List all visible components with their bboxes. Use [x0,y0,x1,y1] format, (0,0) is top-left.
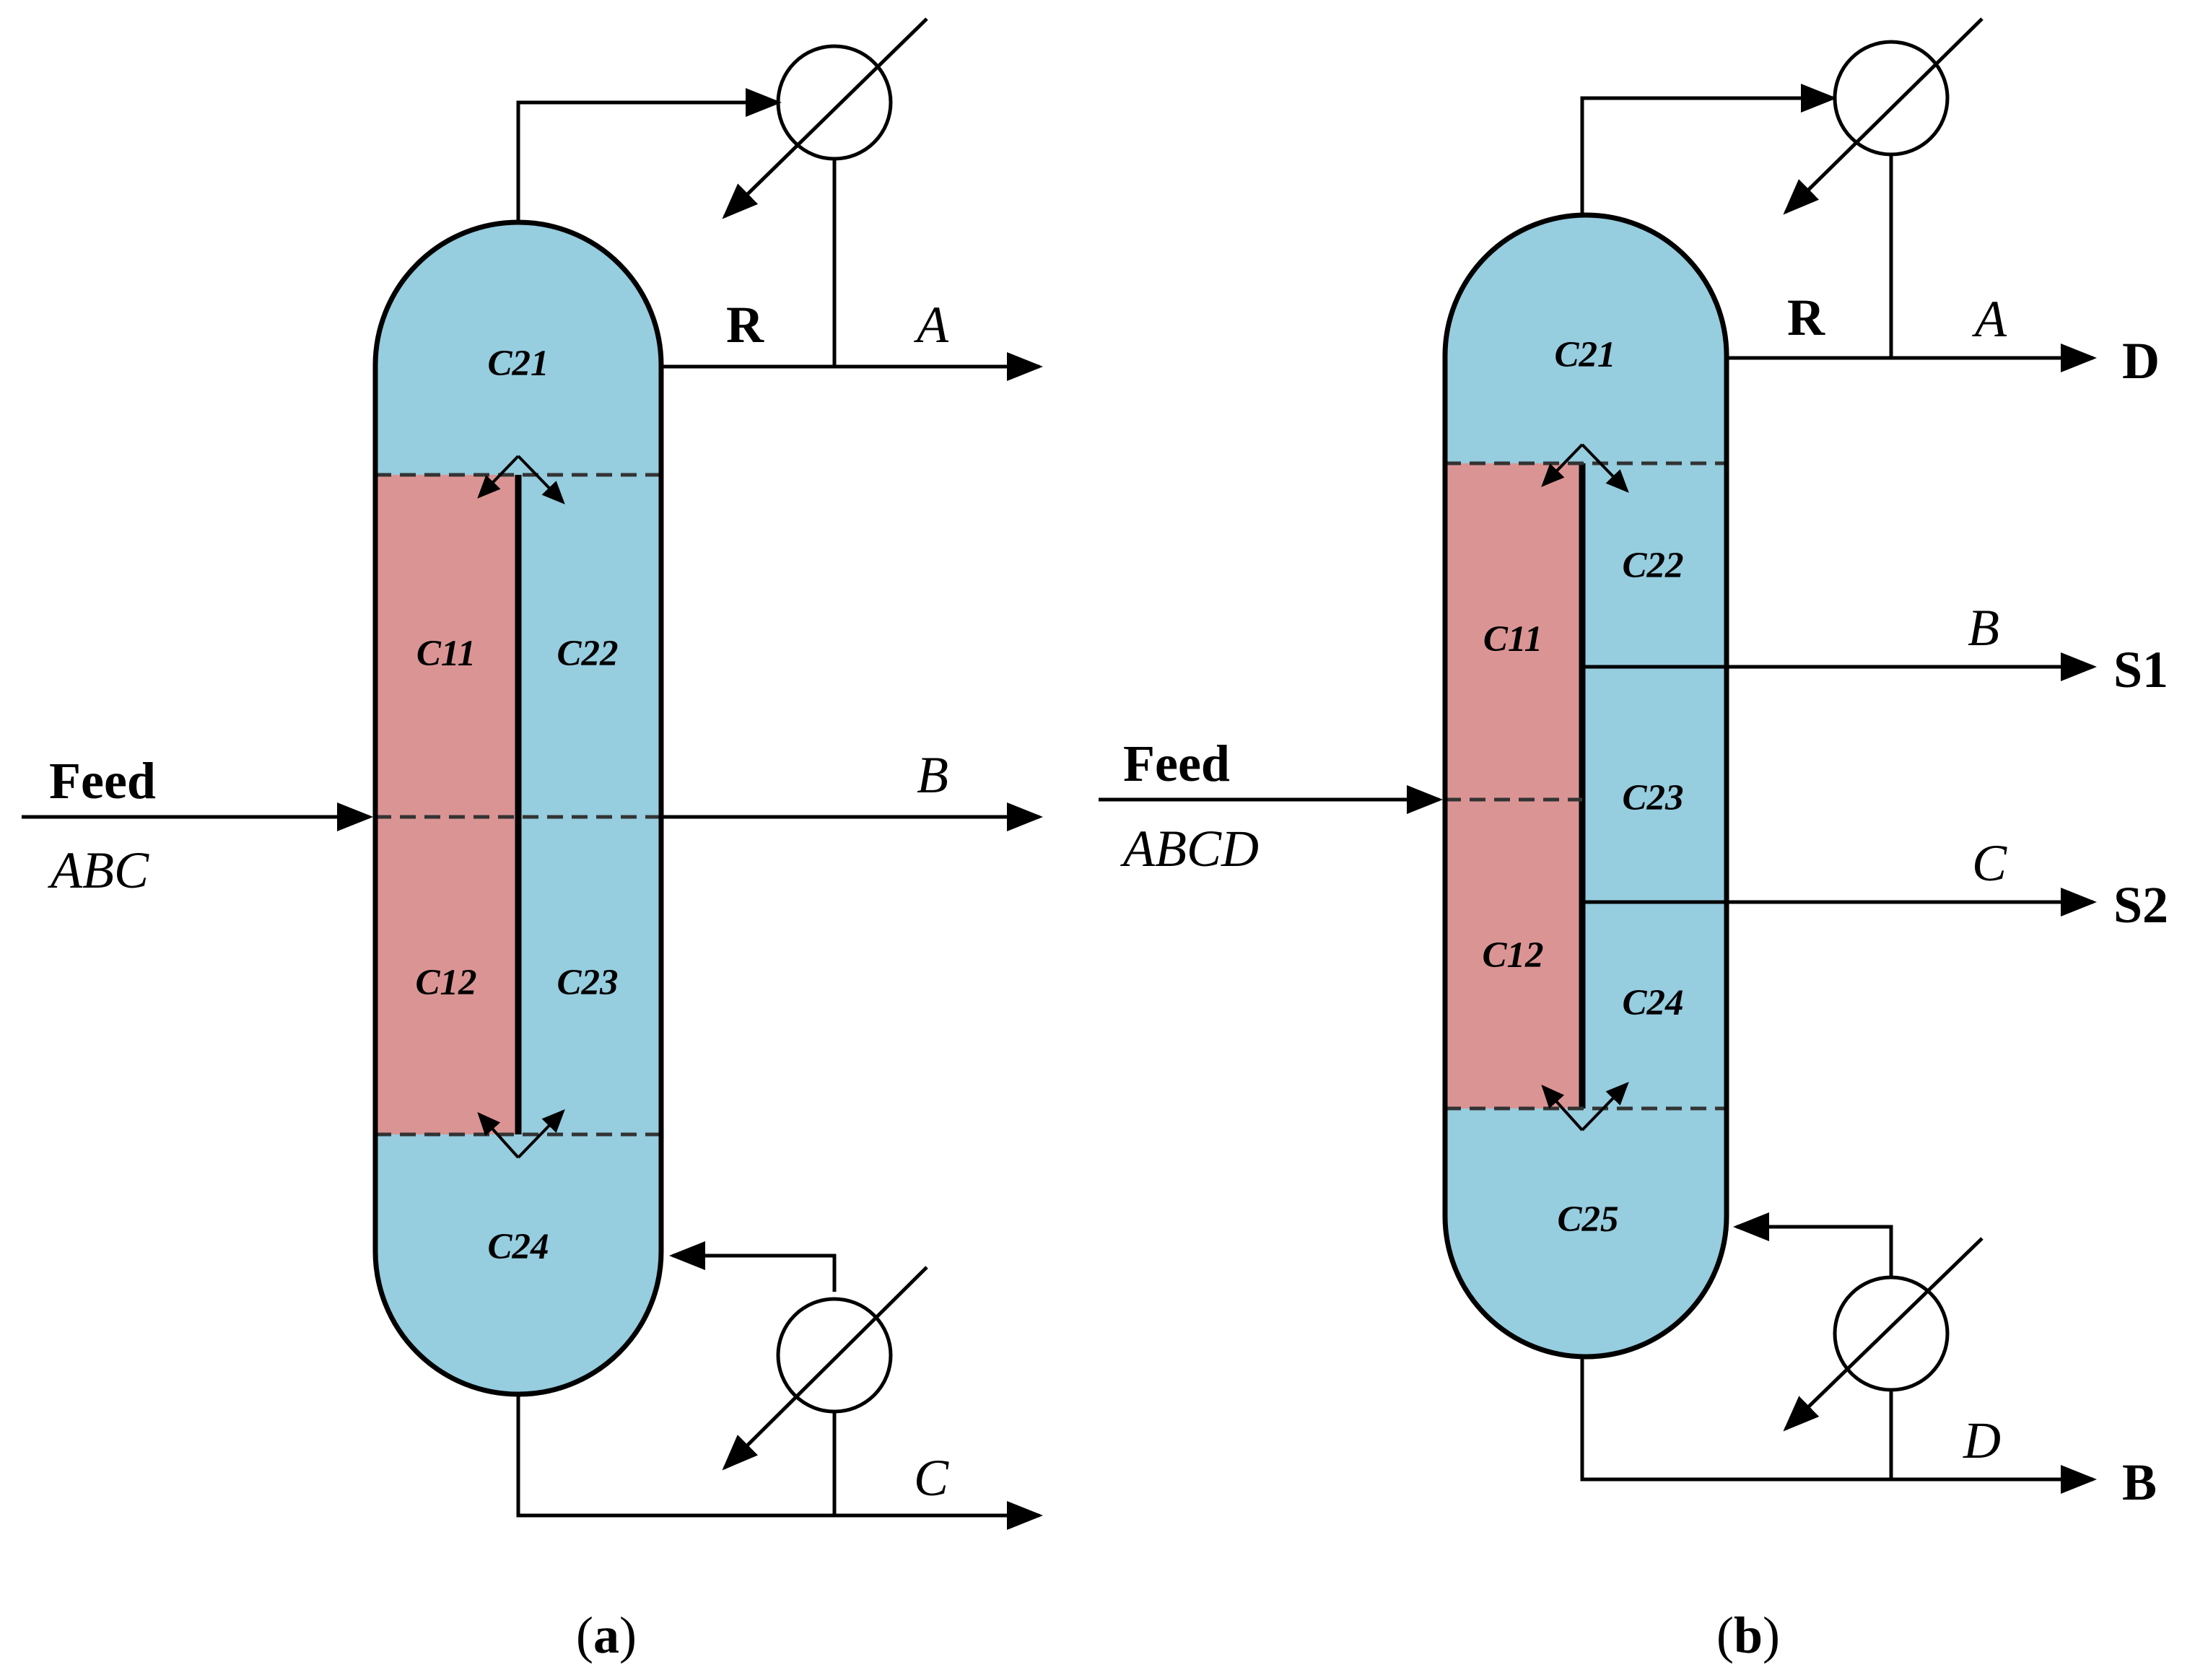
section-label-c23: C23 [1622,778,1683,818]
reboil-line-b [1733,1212,1893,1277]
section-label-c21: C21 [487,344,549,384]
column-b-wall-bottom-split [1541,1082,1629,1132]
streams-b [1099,344,2097,1494]
column-b [1442,212,1729,1360]
section-label-c22: C22 [1622,546,1683,586]
top-stream-name-b: D [2122,332,2160,390]
feed-composition-a: ABC [48,841,149,899]
reboil-line-a [669,1241,837,1292]
streams-a [22,352,1043,1530]
bottom-stream-name-b: B [2122,1453,2157,1511]
heat-exchanger-icon [776,44,893,161]
side-product-label-a: B [917,746,948,804]
reflux-label-a: R [726,296,764,354]
heat-exchanger-diagonal [1783,17,1984,215]
side-stream-1-name-b: S1 [2113,641,2168,699]
side-stream-2-name-b: S2 [2113,876,2168,934]
heat-exchanger-diagonal [722,17,928,219]
column-a [372,219,664,1397]
reboiler-b [1733,1212,1984,1479]
column-b-section-labels: C21 C11 C22 C23 C12 C24 C25 [1482,335,1683,1240]
diagram-b: C21 C11 C22 C23 C12 C24 C25 Fe [1099,17,2168,1664]
heat-exchanger-diagonal [1783,1237,1984,1432]
reboiler-a [669,1241,928,1515]
section-label-c12: C12 [1482,935,1543,976]
column-b-outline [1442,212,1729,1360]
side-product-1-label-b: B [1968,599,1999,657]
bottom-product-label-a: C [914,1449,949,1507]
section-label-c24: C24 [487,1227,549,1267]
heat-exchanger-icon [1833,40,1950,157]
section-label-c24: C24 [1622,983,1683,1023]
section-label-c11: C11 [416,634,476,674]
condenser-b [1580,17,1984,358]
column-a-section-labels: C21 C11 C22 C12 C23 C24 [415,344,618,1267]
vapor-line-b [1580,84,1837,215]
section-label-c12: C12 [415,963,476,1003]
column-b-wall-top-split [1541,443,1629,493]
feed-composition-b: ABCD [1120,820,1259,878]
heat-exchanger-icon [1833,1275,1950,1392]
section-label-c21: C21 [1554,335,1615,375]
column-a-wall-top-split [477,455,565,504]
feed-label-a: Feed [49,752,156,810]
feed-label-b: Feed [1123,735,1230,792]
top-product-label-a: A [914,296,949,354]
bottom-product-stream-b [1580,1357,2097,1494]
heat-exchanger-icon [776,1297,893,1414]
column-b-prefractionator [1445,463,1581,1108]
bottom-product-label-b: D [1963,1412,2001,1469]
top-product-label-b: A [1972,290,2007,348]
reflux-label-b: R [1787,289,1825,346]
caption-b: (b) [1716,1606,1780,1664]
condenser-a [516,17,928,367]
section-label-c11: C11 [1483,619,1542,660]
caption-a: (a) [576,1606,637,1664]
column-a-prefractionator [375,475,517,1134]
vapor-line-a [516,88,782,222]
side-product-2-label-b: C [1972,834,2007,892]
section-label-c25: C25 [1557,1199,1618,1240]
diagram-a: C21 C11 C22 C12 C23 C24 Feed ABC R [22,17,1043,1664]
bottom-product-stream-a [516,1394,1043,1530]
section-label-c23: C23 [557,963,618,1003]
heat-exchanger-diagonal [722,1266,928,1471]
column-a-wall-bottom-split [477,1109,565,1159]
section-label-c22: C22 [557,634,618,674]
